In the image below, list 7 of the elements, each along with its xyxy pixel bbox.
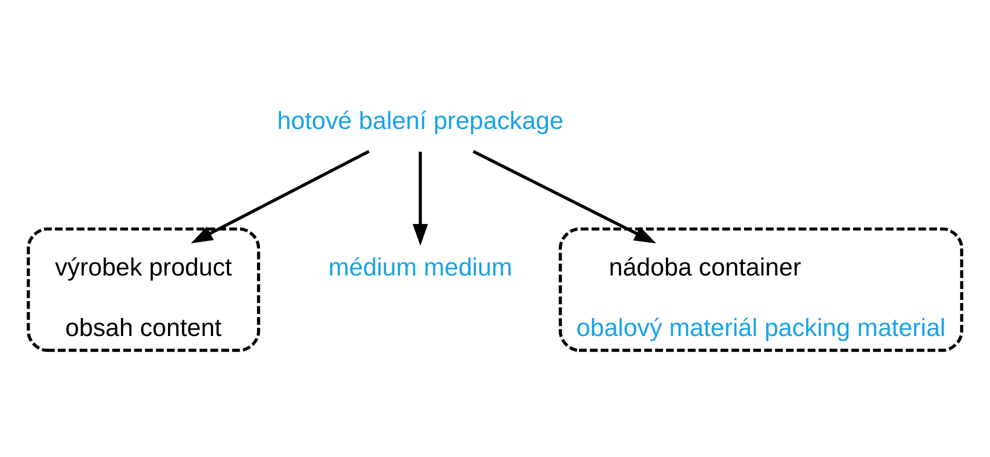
arrow [472,149,656,243]
node-text: nádoba container [608,252,802,281]
node-text: výrobek product [54,252,232,281]
node-text: hotové balení prepackage [277,106,564,135]
node-text: médium medium [328,252,512,281]
arrow [190,149,370,243]
arrow [412,151,428,246]
